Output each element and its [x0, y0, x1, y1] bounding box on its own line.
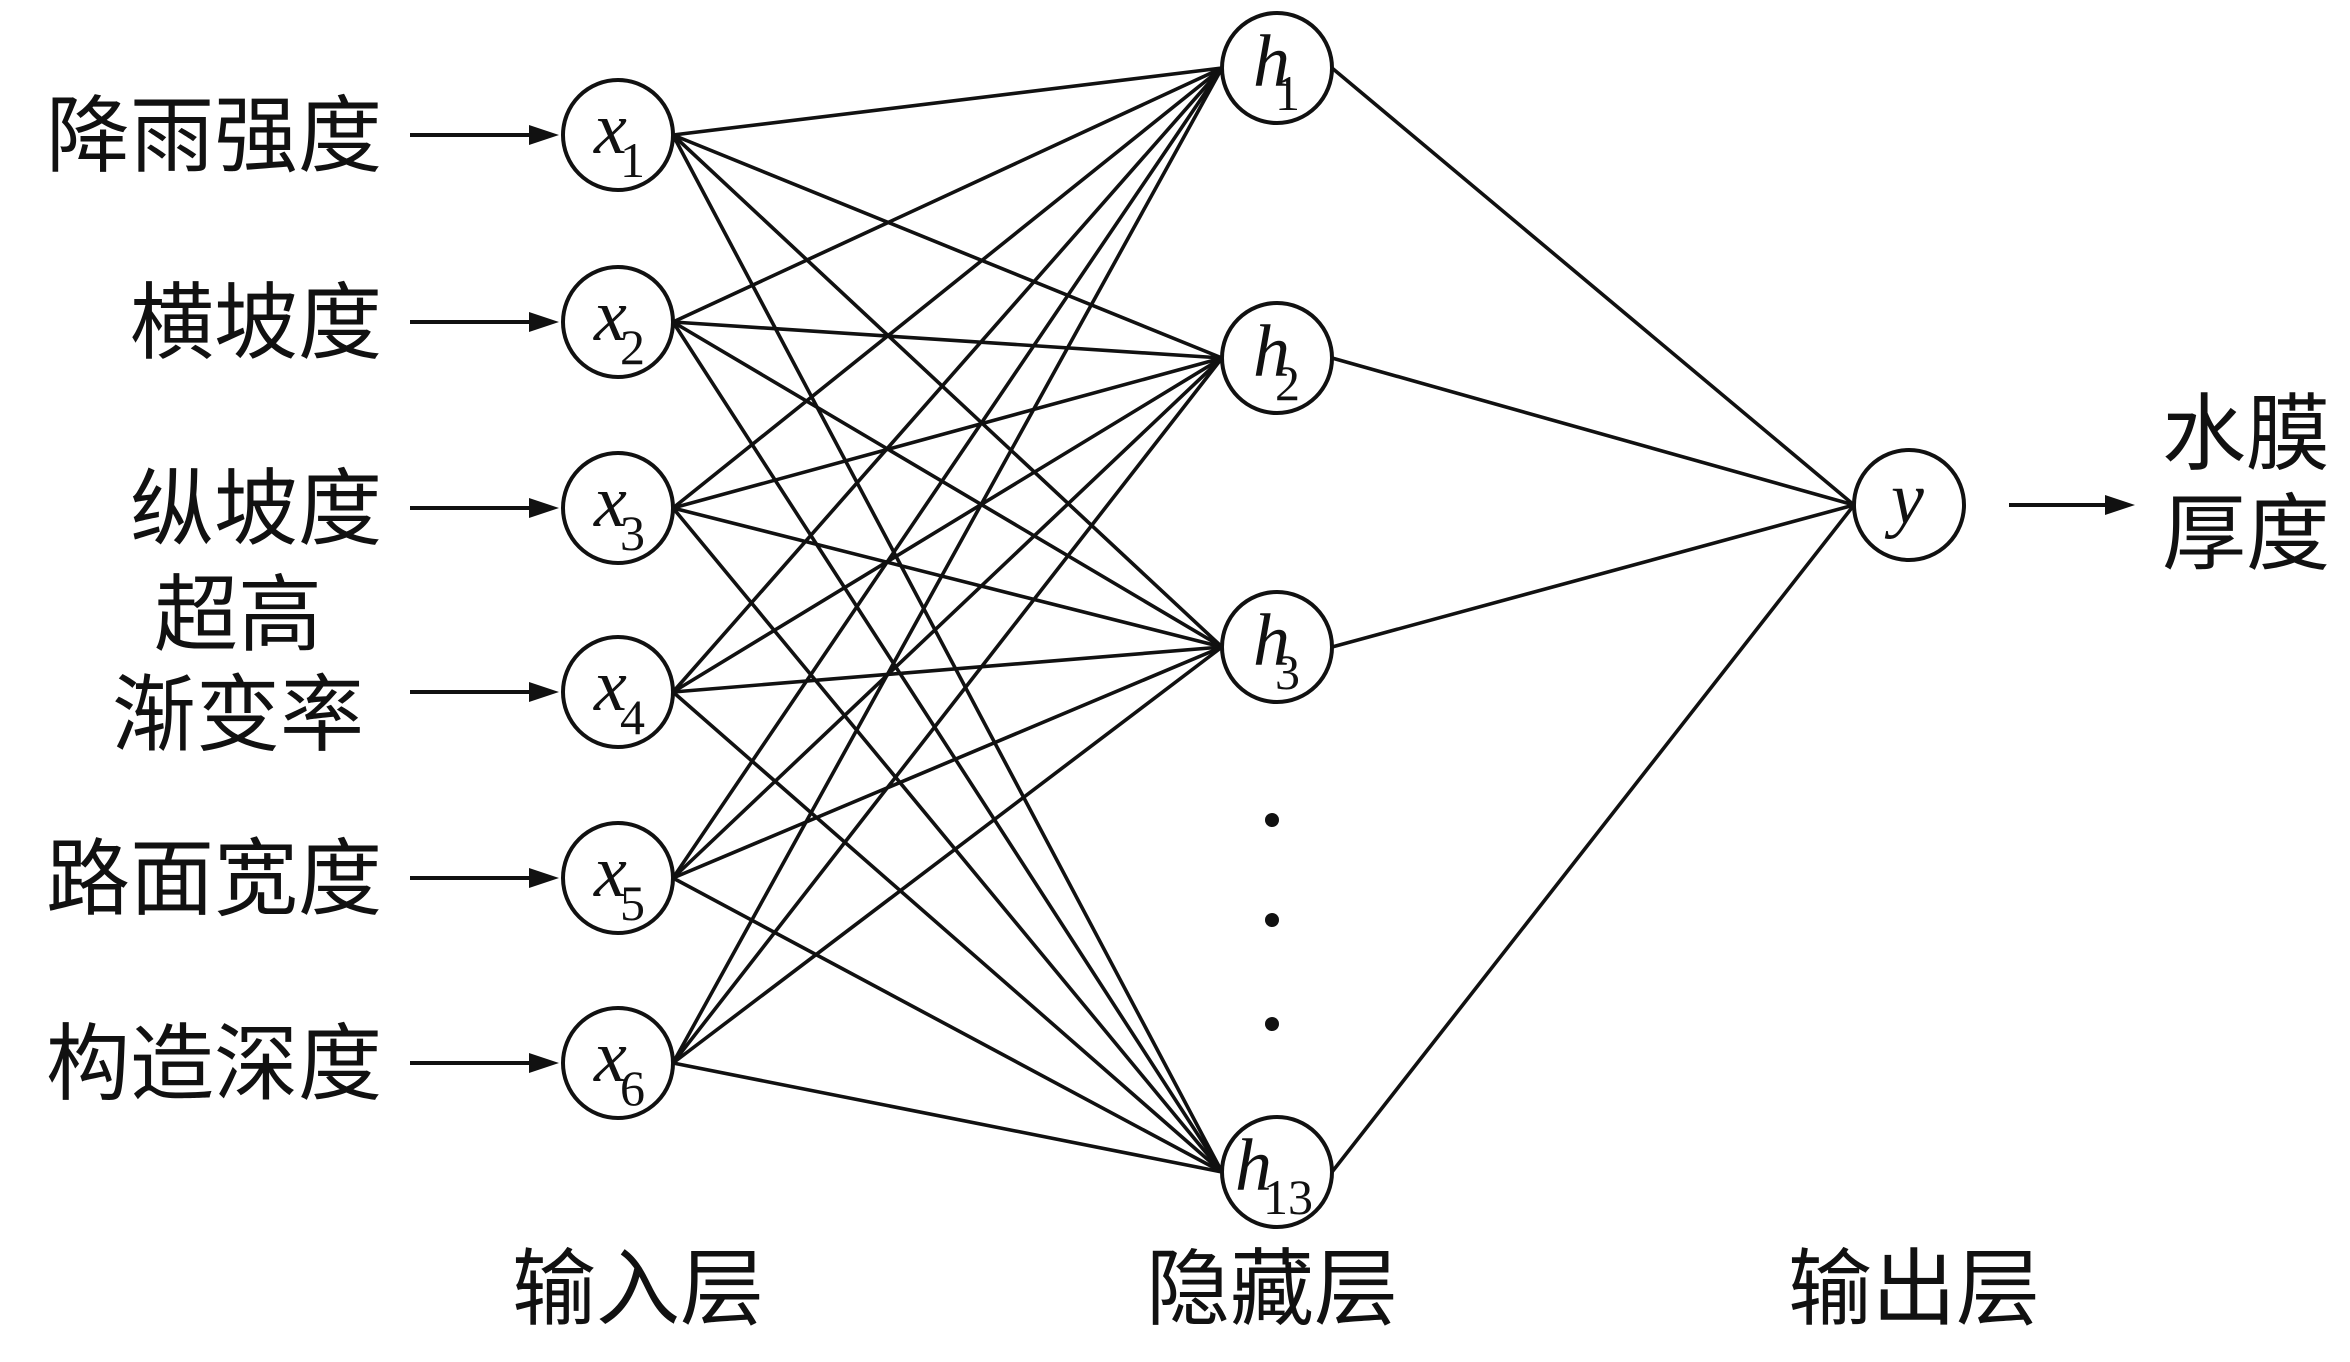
edge-x2-h1	[672, 66, 1223, 324]
output-layer-label: 输出层	[1788, 1240, 2040, 1338]
feature-label-x6: 构造深度	[46, 1015, 382, 1113]
input-node-x1-label: x	[593, 88, 627, 170]
output-node-y-circle	[1852, 448, 1966, 562]
input-node-x5-subscript: 5	[620, 875, 645, 931]
ellipsis-dot-3	[1265, 1017, 1279, 1031]
edge-x6-h3	[671, 645, 1224, 1065]
input-node-x5-circle	[561, 821, 675, 935]
edge-x1-h13	[671, 134, 1224, 1173]
input-node-x2-subscript: 2	[620, 319, 645, 375]
hidden-node-h1-subscript: 1	[1275, 65, 1300, 121]
edge-x3-h2	[672, 356, 1223, 510]
hidden-node-h13-circle	[1220, 1115, 1334, 1229]
input-node-x6-label: x	[593, 1016, 627, 1098]
edge-h13-y	[1330, 503, 1856, 1174]
hidden-node-h2-subscript: 2	[1275, 355, 1300, 411]
input-layer-label: 输入层	[512, 1240, 764, 1338]
input-arrow-x4-arrowhead-icon	[529, 682, 559, 702]
feature-label-x4-line2: 渐变率	[112, 666, 364, 764]
edge-x4-h1	[671, 66, 1224, 694]
input-node-x1-subscript: 1	[620, 132, 645, 188]
feature-label-x3: 纵坡度	[130, 460, 382, 558]
io-arrows	[410, 125, 2135, 1073]
edge-h2-y	[1331, 356, 1855, 507]
input-node-x5-label: x	[593, 831, 627, 913]
edge-x6-h1	[671, 67, 1224, 1064]
input-node-x6-circle	[561, 1006, 675, 1120]
edge-x2-h2	[672, 320, 1223, 360]
edge-x3-h13	[671, 506, 1224, 1174]
hidden-ellipsis	[1265, 813, 1279, 1031]
hidden-node-h3-subscript: 3	[1275, 644, 1300, 700]
feature-label-x5: 路面宽度	[46, 830, 382, 928]
edge-h1-y	[1330, 66, 1856, 507]
edge-x4-h13	[671, 690, 1224, 1174]
edge-x6-h13	[672, 1061, 1223, 1174]
edge-h3-y	[1331, 503, 1855, 649]
hidden-node-h2-label: h	[1253, 311, 1290, 393]
edge-x4-h2	[672, 356, 1223, 694]
feature-label-x1: 降雨强度	[46, 87, 382, 185]
edge-x6-h2	[671, 356, 1224, 1065]
input-node-x4-subscript: 4	[620, 689, 645, 745]
edge-x5-h13	[672, 876, 1223, 1174]
edge-x2-h13	[671, 321, 1224, 1173]
input-arrow-x5-arrowhead-icon	[529, 868, 559, 888]
input-node-x6-subscript: 6	[620, 1060, 645, 1116]
edge-x3-h1	[671, 66, 1224, 510]
hidden-node-h3-label: h	[1253, 600, 1290, 682]
connection-lines	[671, 66, 1856, 1174]
feature-label-x2: 横坡度	[130, 274, 382, 372]
input-arrow-x6-arrowhead-icon	[529, 1053, 559, 1073]
feature-label-x4-line1: 超高	[154, 566, 322, 664]
output-result-line2: 厚度	[2162, 485, 2330, 583]
edge-x2-h3	[672, 320, 1223, 649]
input-arrow-x1-arrowhead-icon	[529, 125, 559, 145]
hidden-layer-label: 隐藏层	[1146, 1240, 1398, 1338]
edge-x1-h3	[671, 133, 1224, 649]
output-result-line1: 水膜	[2162, 385, 2330, 483]
output-arrow-arrowhead-icon	[2105, 495, 2135, 515]
output-node-y-label: y	[1884, 458, 1924, 540]
edge-x1-h1	[672, 66, 1223, 137]
edge-x3-h3	[672, 506, 1223, 649]
input-node-x2-circle	[561, 265, 675, 379]
input-node-x4-circle	[561, 635, 675, 749]
edge-x5-h1	[671, 66, 1224, 880]
input-node-x3-label: x	[593, 461, 627, 543]
edge-x4-h3	[672, 645, 1223, 694]
hidden-node-h13-label: h	[1235, 1125, 1272, 1207]
edge-x5-h2	[671, 356, 1224, 880]
input-arrow-x2-arrowhead-icon	[529, 312, 559, 332]
input-node-x1-circle	[561, 78, 675, 192]
hidden-node-h1-circle	[1220, 11, 1334, 125]
input-node-x4-label: x	[593, 645, 627, 727]
edge-x5-h3	[672, 645, 1223, 880]
edge-x1-h2	[672, 133, 1223, 360]
input-node-x2-label: x	[593, 275, 627, 357]
input-arrow-x3-arrowhead-icon	[529, 498, 559, 518]
hidden-node-h2-circle	[1220, 301, 1334, 415]
hidden-node-h1-label: h	[1253, 21, 1290, 103]
ellipsis-dot-2	[1265, 913, 1279, 927]
hidden-node-h3-circle	[1220, 590, 1334, 704]
input-node-x3-circle	[561, 451, 675, 565]
input-node-x3-subscript: 3	[620, 505, 645, 561]
ellipsis-dot-1	[1265, 813, 1279, 827]
hidden-node-h13-subscript: 13	[1263, 1169, 1313, 1225]
